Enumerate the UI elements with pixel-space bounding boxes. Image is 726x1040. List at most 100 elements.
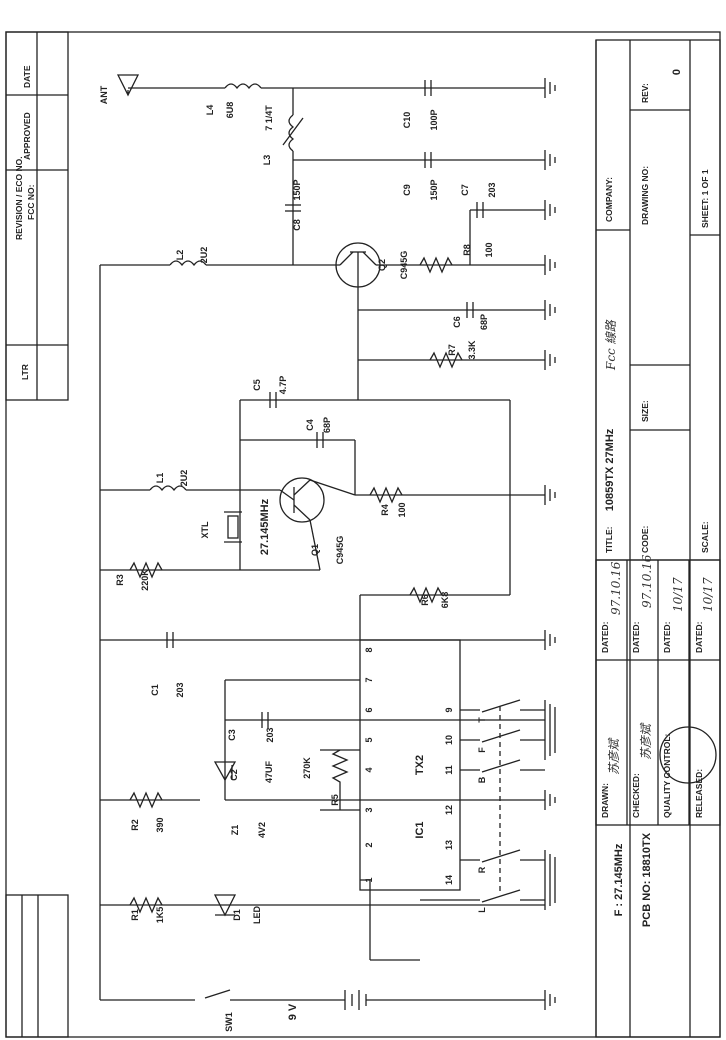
value-r6: 6K8	[440, 592, 450, 609]
value-l3: 7 1/4T	[264, 105, 274, 131]
ic-pin-4: 4	[364, 767, 374, 772]
value-l4: 6U8	[225, 102, 235, 119]
zener-z1-icon	[213, 761, 237, 782]
label-l3: L3	[262, 155, 272, 166]
value-c5: 4.7P	[278, 376, 288, 395]
label-r6: R6	[420, 594, 430, 606]
ic-ref: IC1	[414, 821, 426, 838]
resistor-r8-icon	[419, 256, 453, 274]
resistor-r3-icon	[129, 561, 163, 579]
ic-pin-9: 9	[444, 707, 454, 712]
approval-stamp	[659, 726, 717, 784]
resistor-r4-icon	[369, 486, 403, 504]
value-c9: 150P	[429, 179, 439, 200]
ic-pin-5: 5	[364, 737, 374, 742]
title-note: Fcc 線路	[604, 319, 618, 371]
rev-label: REV:	[640, 83, 650, 103]
rev-date-label: DATE	[22, 65, 32, 88]
value-battery: 9 V	[287, 1003, 299, 1020]
sheet-label: SHEET: 1 OF 1	[700, 169, 710, 228]
resistor-r7-icon	[429, 351, 463, 369]
label-c4: C4	[305, 419, 315, 431]
checked-dated-label: DATED:	[631, 621, 641, 653]
ic-pin-13: 13	[444, 840, 454, 850]
value-r2: 390	[155, 817, 165, 832]
ic-pin-10: 10	[444, 735, 454, 745]
drawn-dated-label: DATED:	[600, 621, 610, 653]
label-r4: R4	[380, 504, 390, 516]
rev-value: 0	[671, 69, 683, 75]
switch-r-label: R	[477, 866, 487, 873]
value-r4: 100	[397, 502, 407, 517]
switch-group	[481, 699, 545, 903]
label-sw1: SW1	[224, 1012, 234, 1032]
rev-approved-label: APPROVED	[22, 112, 32, 160]
ic-pin-12: 12	[444, 805, 454, 815]
rev-fcc-label: FCC NO:	[26, 184, 36, 220]
value-l1: 2U2	[179, 470, 189, 487]
value-c8: 150P	[292, 179, 302, 200]
value-r1: 1K5	[155, 907, 165, 924]
value-z1: 4V2	[257, 822, 267, 838]
led-d1-icon	[213, 894, 237, 917]
rev-revision-label: REVISION / ECO NO.	[14, 156, 24, 240]
qc-date: 10/17	[671, 577, 685, 612]
switch-sw1-icon	[204, 989, 231, 999]
value-l2: 2U2	[199, 247, 209, 264]
label-c8: C8	[292, 219, 302, 231]
transistor-q1-icon	[279, 477, 325, 523]
label-c7: C7	[460, 184, 470, 196]
label-l4: L4	[205, 105, 215, 116]
inductor-l3-icon	[288, 114, 295, 152]
value-c6: 68P	[479, 314, 489, 330]
label-q2: Q2	[377, 259, 387, 271]
drawn-label: DRAWN:	[600, 783, 610, 818]
resistor-r6-icon	[409, 586, 443, 604]
value-d1: LED	[252, 905, 262, 924]
ic-pin-8: 8	[364, 647, 374, 652]
scale-label: SCALE:	[700, 521, 710, 553]
ic-pin-1: 1	[364, 877, 374, 882]
released-date: 10/17	[701, 577, 715, 612]
label-r7: R7	[447, 344, 457, 356]
note-pcb: PCB NO: 18810TX	[641, 832, 653, 927]
note-frequency: F : 27.145MHz	[613, 843, 625, 916]
ic-pin-7: 7	[364, 677, 374, 682]
title-block: TITLE: 10859TX 27MHz Fcc 線路 COMPANY: COD…	[595, 39, 721, 1038]
title-value: 10859TX 27MHz	[604, 428, 616, 511]
value-c3: 203	[265, 727, 275, 742]
ic-pin-11: 11	[444, 765, 454, 775]
ic-pin-2: 2	[364, 842, 374, 847]
label-r1: R1	[130, 909, 140, 921]
ic-pin-3: 3	[364, 807, 374, 812]
component-labels: ANT L4 6U8 L3 7 1/4T C10 100P C9 150P C7…	[99, 85, 653, 1032]
ground-symbols	[544, 78, 556, 1010]
code-label: CODE:	[640, 525, 650, 553]
resistor-r5-icon	[331, 749, 349, 810]
resistor-r2-icon	[129, 791, 163, 809]
label-r8: R8	[462, 244, 472, 256]
inductor-l4-icon	[224, 83, 262, 90]
wiring	[99, 74, 556, 1010]
checked-date: 97.10.16	[640, 554, 654, 608]
ic-pin-6: 6	[364, 707, 374, 712]
switch-t-label: T	[477, 717, 487, 723]
antenna-icon	[116, 74, 140, 97]
switch-b-label: B	[477, 776, 487, 783]
label-r5: R5	[330, 794, 340, 806]
label-c9: C9	[402, 184, 412, 196]
drawn-date: 97.10.16	[609, 561, 623, 615]
value-c4: 68P	[322, 417, 332, 433]
label-r3: R3	[115, 574, 125, 586]
qc-dated-label: DATED:	[662, 621, 672, 653]
value-c1: 203	[175, 682, 185, 697]
value-r7: 3.3K	[467, 340, 477, 360]
ic-pin-14: 14	[444, 875, 454, 885]
label-ant: ANT	[99, 85, 109, 104]
drawing-no-label: DRAWING NO:	[640, 166, 650, 225]
drawn-by: 苏彦斌	[607, 737, 621, 775]
label-c5: C5	[252, 379, 262, 391]
value-q1: C945G	[335, 536, 345, 565]
value-r5: 270K	[302, 757, 312, 779]
label-c1: C1	[150, 684, 160, 696]
